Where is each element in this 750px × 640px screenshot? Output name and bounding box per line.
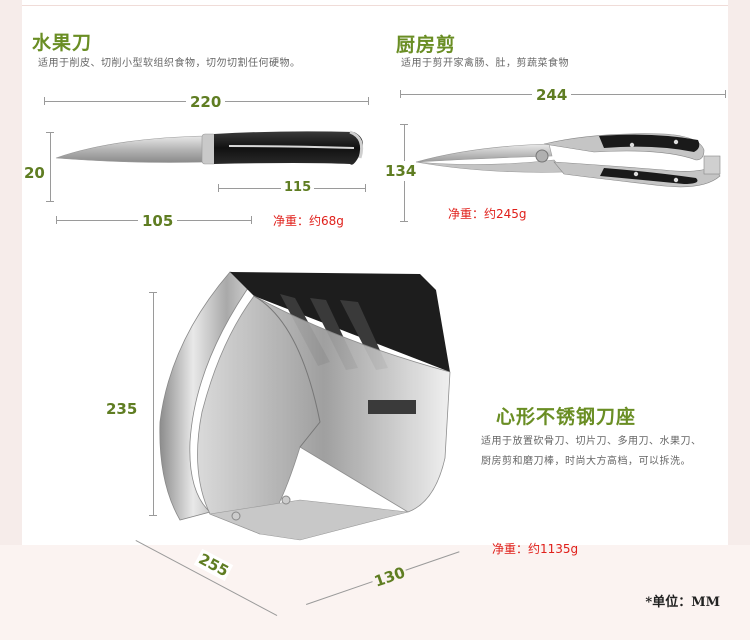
tick [218,184,219,192]
top-divider [22,5,728,6]
fruit-knife-height-label: 20 [24,163,45,183]
fruit-knife-length-label: 220 [186,93,226,111]
tick [368,97,369,105]
fruit-knife-title: 水果刀 [32,32,93,54]
fruit-knife-image [55,130,364,165]
knife-block-image [159,271,451,541]
bottom-band [0,545,750,640]
fruit-knife-weight: 净重：约68g [273,214,344,228]
knife-block-weight: 净重：约1135g [492,542,579,556]
tick [400,124,408,125]
right-decor-strip [728,0,750,640]
knife-block-description-line-1: 适用于放置砍骨刀、切片刀、多用刀、水果刀、 [481,436,702,447]
tick [46,132,54,133]
tick [46,201,54,202]
scissors-length-label: 244 [532,86,572,104]
tick [149,292,157,293]
block-height-line [153,292,154,516]
left-decor-strip [0,0,22,640]
tick [365,184,366,192]
fruit-knife-handle-label: 115 [281,180,315,195]
kitchen-scissors-description: 适用于剪开家禽肠、肚，剪蔬菜食物 [401,58,569,69]
scissors-height-label: 134 [385,161,417,181]
tick [725,90,726,98]
unit-label: *单位：MM [645,595,720,610]
tick [149,515,157,516]
tick [56,216,57,224]
fruit-knife-description: 适用于削皮、切削小型软组织食物，切勿切割任何硬物。 [38,58,301,69]
knife-block-description-line-2: 厨房剪和磨刀棒，时尚大方高档，可以拆洗。 [481,456,691,467]
kitchen-scissors-weight: 净重：约245g [448,207,527,221]
kitchen-scissors-title: 厨房剪 [396,34,457,56]
tick [400,221,408,222]
tick [251,216,252,224]
tick [400,90,401,98]
fruit-knife-blade-label: 105 [138,212,178,230]
block-height-label: 235 [106,399,138,419]
tick [44,97,45,105]
fruit-knife-height-line [50,132,51,202]
kitchen-scissors-image [415,133,721,188]
knife-block-title: 心形不锈钢刀座 [496,406,637,428]
